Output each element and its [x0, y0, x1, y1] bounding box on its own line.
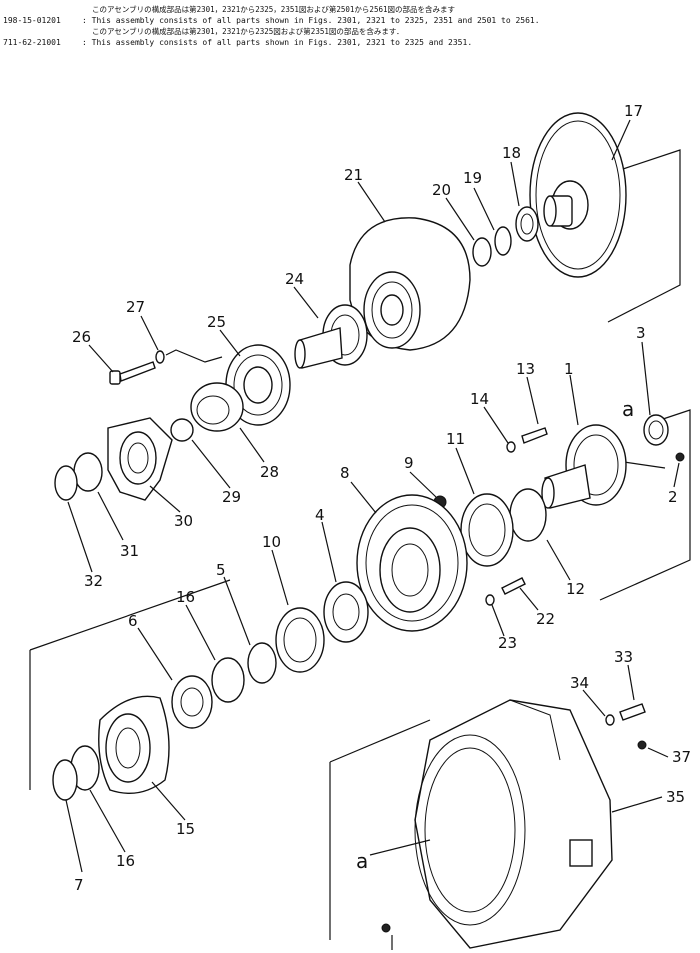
- part-number: 711-62-21001: [3, 38, 61, 47]
- part-24-turbine-shaft: [294, 304, 368, 369]
- part-15-stator: [98, 695, 170, 794]
- fastener-bottom: [381, 923, 391, 933]
- note-line-jp-2: このアセンブリの構成部品は第2301，2321から2325図および第2351図の…: [92, 27, 404, 36]
- part-23-washer: [485, 594, 495, 606]
- part-33-bolt: [619, 703, 646, 721]
- callout-label: 25: [207, 313, 226, 331]
- callout-label: 21: [344, 166, 363, 184]
- part-8-pump-housing: [356, 494, 468, 632]
- part-28-bearing: [190, 382, 244, 432]
- part-26-bolt: [109, 361, 156, 385]
- callout-label: 1: [564, 360, 574, 378]
- callout-label: 26: [72, 328, 91, 346]
- part-17-converter-cover: [529, 112, 627, 278]
- reference-mark-a: a: [622, 397, 634, 421]
- callout-label: 2: [668, 488, 678, 506]
- callout-label: 16: [116, 852, 135, 870]
- note-line-en-1: 198-15-01201 : This assembly consists of…: [3, 16, 540, 25]
- callout-label: 15: [176, 820, 195, 838]
- part-32-snap-ring: [54, 465, 78, 501]
- part-11-gasket: [460, 493, 514, 567]
- part-22-bolt: [501, 577, 526, 595]
- callout-label: 35: [666, 788, 685, 806]
- part-34-washer: [605, 714, 615, 726]
- part-14-washer: [506, 441, 516, 453]
- callout-label: 13: [516, 360, 535, 378]
- part-5-ring: [247, 642, 277, 684]
- callout-label: 16: [176, 588, 195, 606]
- callout-label: 32: [84, 572, 103, 590]
- part-19-snap-ring: [494, 226, 512, 256]
- part-1-stator-shaft: [541, 424, 627, 509]
- callout-label: 29: [222, 488, 241, 506]
- callout-label: 11: [446, 430, 465, 448]
- part-20-snap-ring: [472, 237, 492, 267]
- part-37-plug: [637, 740, 647, 750]
- part-29-snap-ring: [170, 418, 194, 442]
- callout-labels: 17 21 20 19 18 24 27 26 25 3 13 1 a 14 1…: [72, 102, 691, 894]
- part-number: 198-15-01201: [3, 16, 61, 25]
- part-7-snap-ring: [52, 759, 78, 801]
- note-line-jp-1: このアセンブリの構成部品は第2301，2321から2325，2351図および第2…: [92, 5, 455, 14]
- callout-label: 14: [470, 390, 489, 408]
- callout-label: 22: [536, 610, 555, 628]
- leader-lines: [65, 119, 680, 950]
- callout-label: 33: [614, 648, 633, 666]
- callout-label: 6: [128, 612, 138, 630]
- boundary-lines: [29, 149, 691, 940]
- part-21-turbine: [349, 217, 471, 351]
- callout-label: 17: [624, 102, 643, 120]
- callout-label: 10: [262, 533, 281, 551]
- callout-label: 27: [126, 298, 145, 316]
- part-35-converter-housing: [414, 699, 613, 949]
- part-16-snap-ring: [211, 657, 245, 703]
- reference-mark-a: a: [356, 849, 368, 873]
- assembly-notes: このアセンブリの構成部品は第2301，2321から2325，2351図および第2…: [0, 4, 700, 48]
- part-18-bearing: [515, 206, 539, 242]
- callout-label: 28: [260, 463, 279, 481]
- part-10-seal-ring: [275, 607, 325, 673]
- callout-label: 7: [74, 876, 84, 894]
- callout-label: 18: [502, 144, 521, 162]
- note-line-en-2: 711-62-21001 : This assembly consists of…: [3, 38, 473, 47]
- callout-label: 9: [404, 454, 414, 472]
- part-12-o-ring: [509, 488, 547, 542]
- callout-label: 31: [120, 542, 139, 560]
- callout-label: 8: [340, 464, 350, 482]
- part-27-washer: [155, 349, 223, 364]
- callout-label: 5: [216, 561, 226, 579]
- part-2-plug: [675, 452, 685, 462]
- part-31-ring: [73, 452, 103, 492]
- callout-label: 34: [570, 674, 589, 692]
- callout-label: 30: [174, 512, 193, 530]
- part-6-gear: [171, 675, 213, 729]
- part-30-pump-drive-case: [107, 417, 173, 501]
- callout-label: 12: [566, 580, 585, 598]
- part-4-bearing: [323, 581, 369, 643]
- callout-label: 24: [285, 270, 304, 288]
- callout-label: 3: [636, 324, 646, 342]
- callout-label: 19: [463, 169, 482, 187]
- callout-label: 4: [315, 506, 325, 524]
- callout-label: 37: [672, 748, 691, 766]
- part-13-bolt: [521, 427, 548, 444]
- part-3-oil-seal: [643, 414, 669, 446]
- callout-label: 20: [432, 181, 451, 199]
- callout-label: 23: [498, 634, 517, 652]
